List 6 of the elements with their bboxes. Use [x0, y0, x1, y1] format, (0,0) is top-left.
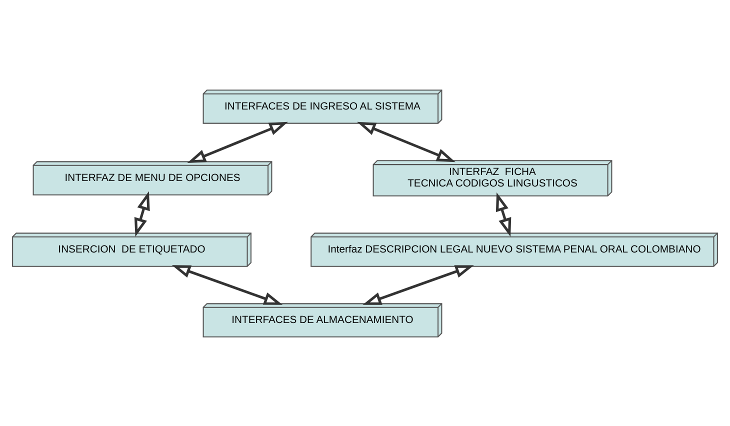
arrow: [496, 192, 512, 236]
arrow: [187, 121, 288, 163]
arrow: [172, 264, 283, 304]
arrow: [134, 190, 150, 236]
arrow: [357, 121, 456, 162]
arrow: [362, 264, 474, 304]
